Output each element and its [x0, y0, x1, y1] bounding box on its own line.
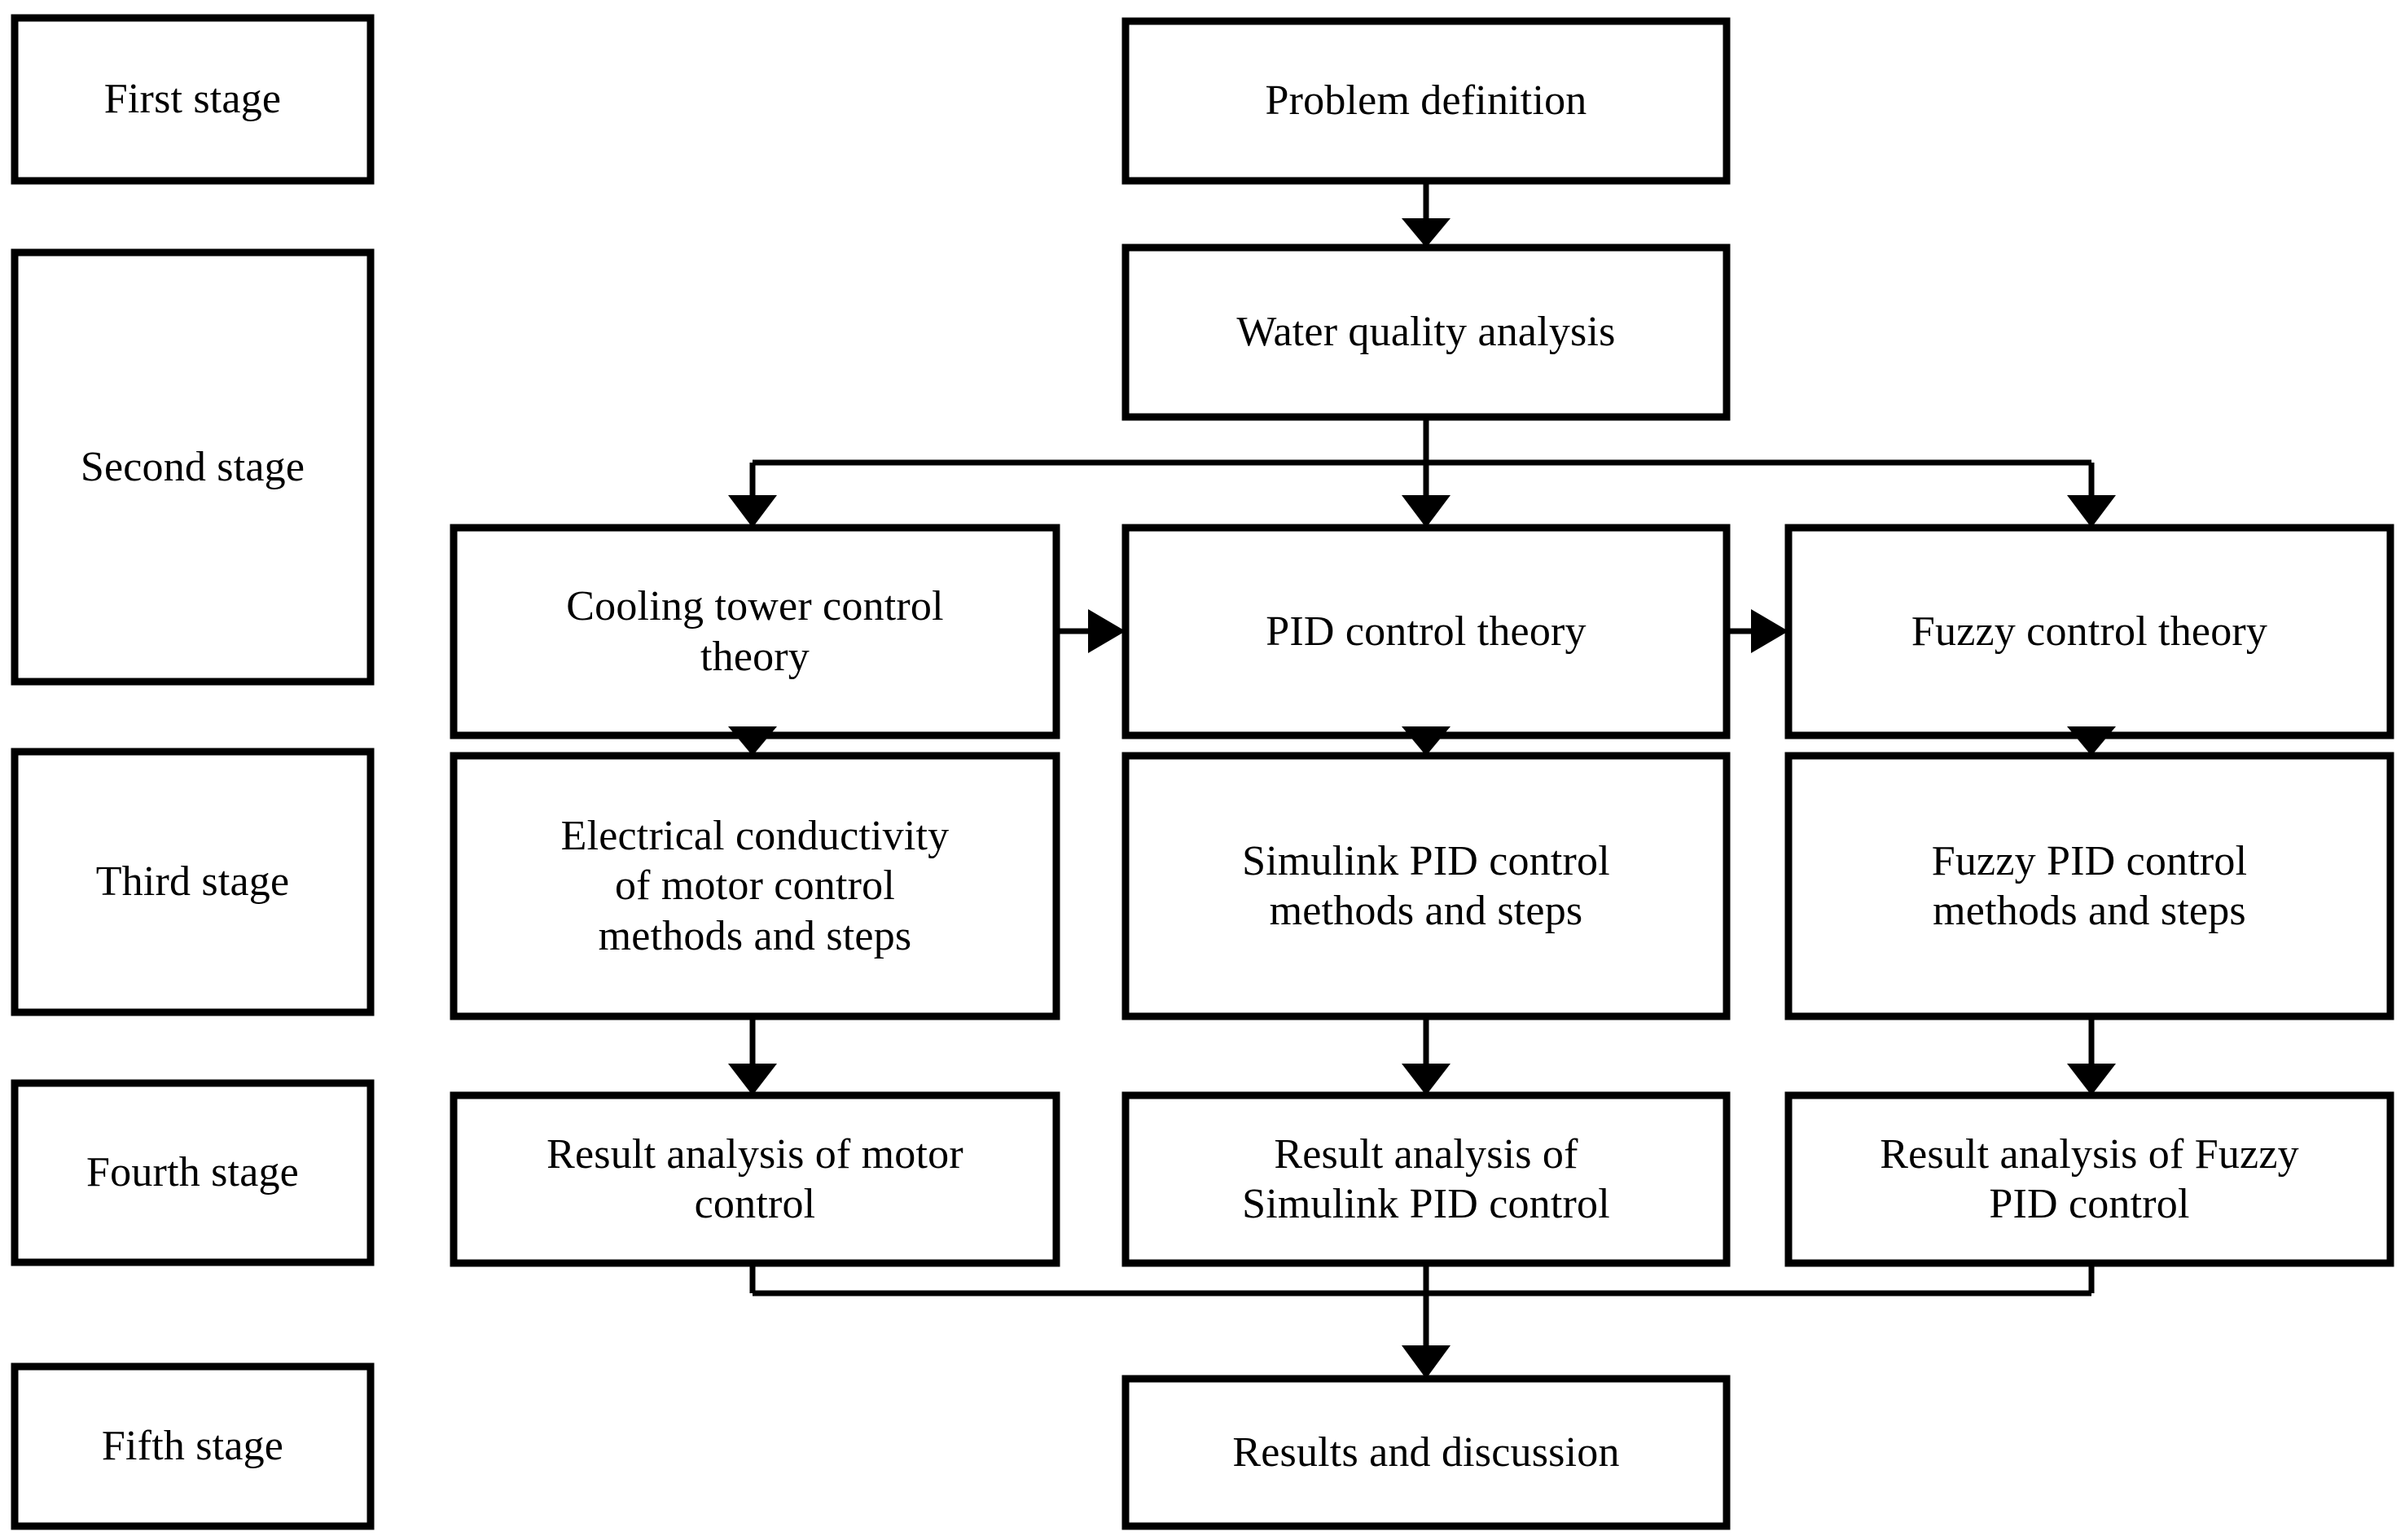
- edge-simulink-to-result-simulink: [1402, 1016, 1450, 1095]
- node-box-water-quality-analysis[interactable]: [1121, 244, 1731, 421]
- stage-box-third[interactable]: [11, 748, 375, 1016]
- stage-box-second[interactable]: [11, 248, 375, 686]
- stage-box-fifth[interactable]: [11, 1362, 375, 1530]
- edge-electrical-to-result-motor: [728, 1016, 777, 1095]
- node-box-result-analysis-motor-control[interactable]: [450, 1091, 1060, 1267]
- node-box-fuzzy-control-theory[interactable]: [1784, 524, 2394, 739]
- edge-cooling-tower-to-electrical-conductivity: [728, 726, 777, 756]
- node-box-result-analysis-simulink-pid[interactable]: [1121, 1091, 1731, 1267]
- stage-box-first[interactable]: [11, 14, 375, 185]
- node-box-results-and-discussion[interactable]: [1121, 1375, 1731, 1530]
- node-box-result-analysis-fuzzy-pid[interactable]: [1784, 1091, 2394, 1267]
- node-box-electrical-conductivity-methods[interactable]: [450, 752, 1060, 1020]
- edge-pid-to-fuzzy: [1727, 609, 1788, 653]
- edge-cooling-tower-to-pid: [1056, 609, 1126, 653]
- stage-box-fourth[interactable]: [11, 1079, 375, 1266]
- edge-problem-to-water-quality: [1402, 181, 1450, 248]
- node-box-problem-definition[interactable]: [1121, 17, 1731, 185]
- edge-pid-to-simulink-methods: [1402, 726, 1450, 756]
- node-box-pid-control-theory[interactable]: [1121, 524, 1731, 739]
- edge-fuzzy-to-fuzzy-pid-methods: [2067, 726, 2116, 756]
- edge-water-quality-split-bus: [728, 417, 2116, 528]
- edge-merge-bus-to-results: [749, 1263, 2095, 1379]
- node-box-fuzzy-pid-methods[interactable]: [1784, 752, 2394, 1020]
- edge-fuzzy-methods-to-result-fuzzy: [2067, 1016, 2116, 1095]
- node-box-cooling-tower-control-theory[interactable]: [450, 524, 1060, 739]
- node-box-simulink-pid-methods[interactable]: [1121, 752, 1731, 1020]
